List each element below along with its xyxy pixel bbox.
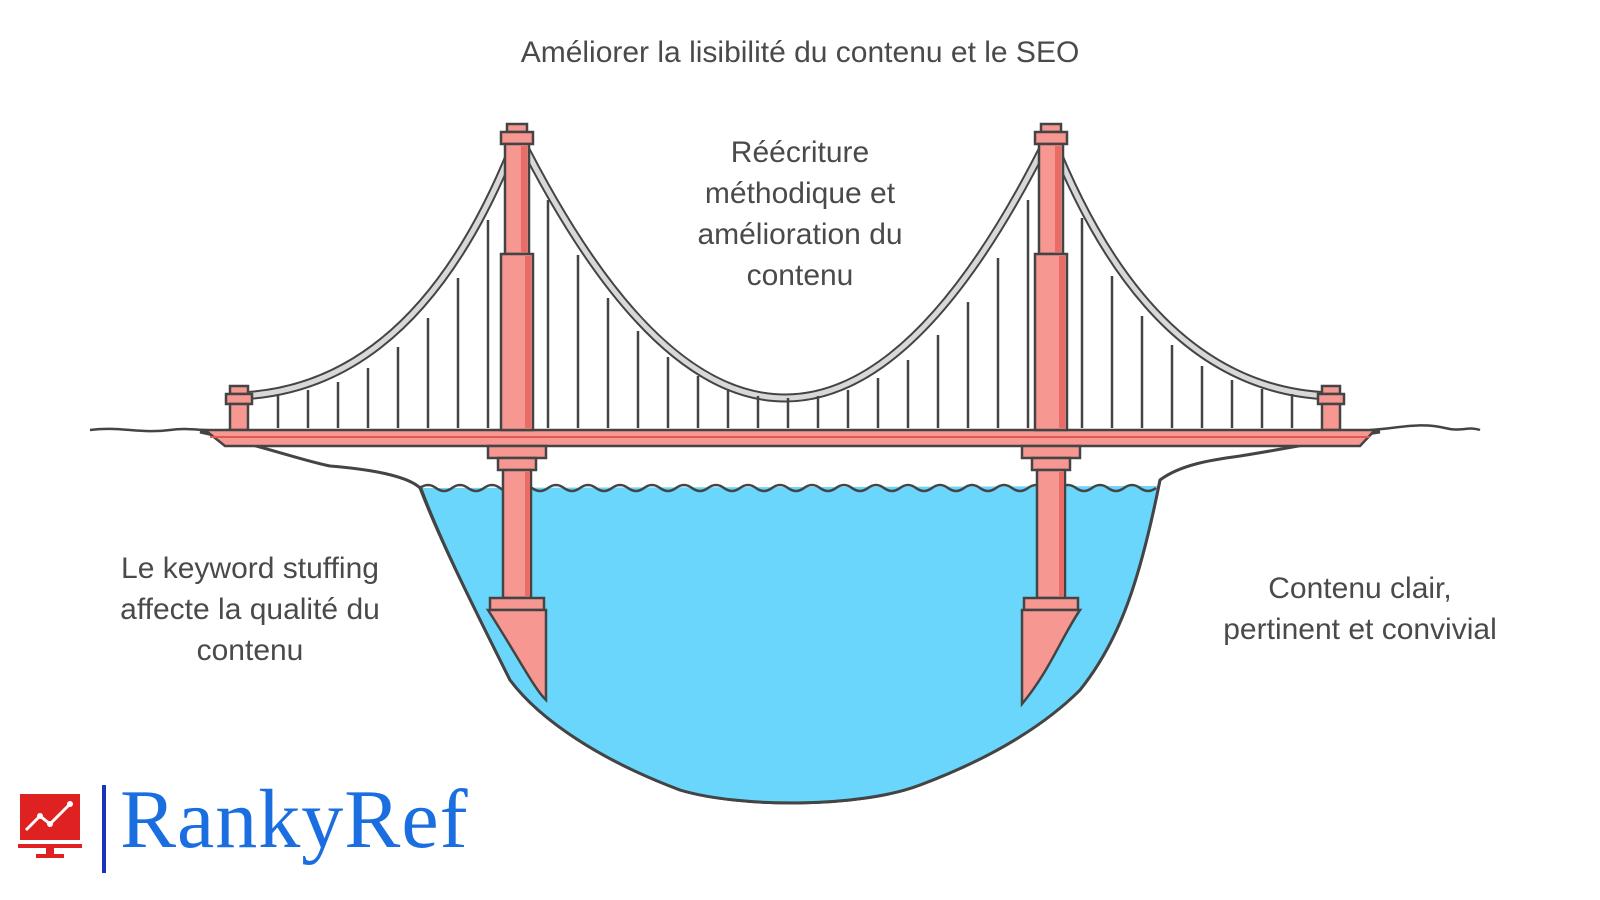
water-surface: [419, 483, 1157, 493]
diagram-title: Améliorer la lisibilité du contenu et le…: [520, 36, 1080, 69]
center-label: Réécriture méthodique et amélioration du…: [697, 136, 903, 292]
anchor-right: [1316, 384, 1346, 432]
tower-right: [1020, 122, 1083, 708]
suspender-cables: [276, 200, 1294, 428]
tower-left: [485, 122, 548, 703]
chart-monitor-icon: [18, 794, 82, 858]
bridge-deck: [201, 428, 1378, 448]
main-cable-inner: [235, 127, 1333, 401]
water: [422, 486, 1157, 803]
left-label: Le keyword stuffing affecte la qualité d…: [120, 552, 380, 667]
tower-right-shading: [1055, 146, 1065, 596]
logo-divider: [102, 785, 106, 873]
gorge-wall: [418, 479, 1162, 805]
right-label: Contenu clair, pertinent et convivial: [1223, 572, 1497, 646]
anchor-left: [224, 384, 254, 432]
logo-text: RankyRef: [120, 773, 469, 866]
tower-left-shading: [521, 146, 531, 596]
